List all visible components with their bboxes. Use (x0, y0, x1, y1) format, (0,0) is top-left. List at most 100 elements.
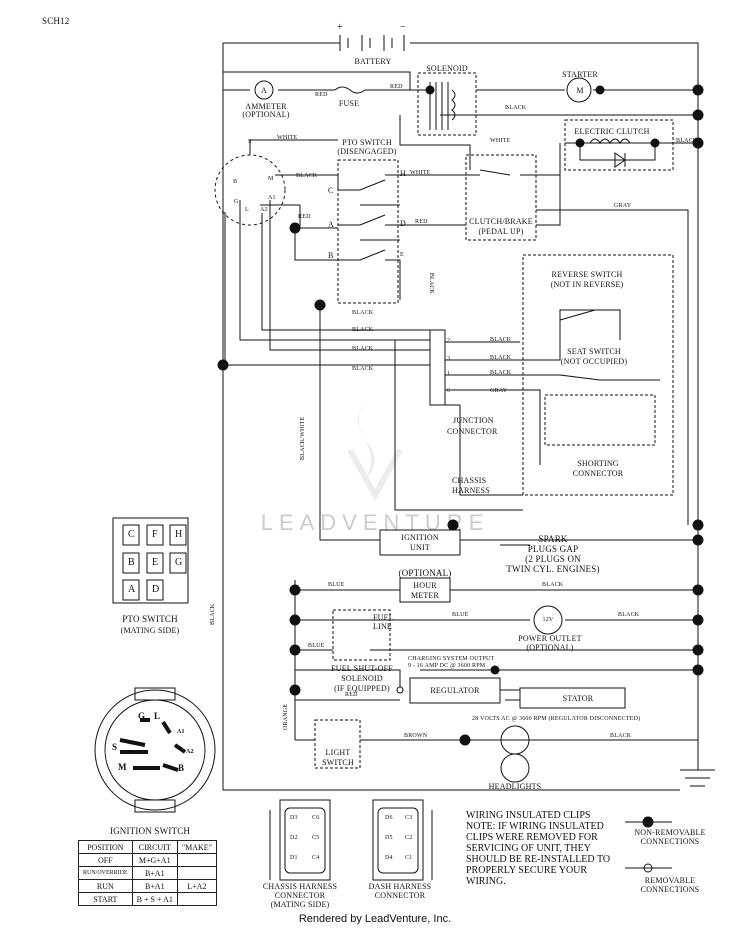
legend-non-removable-1: NON-REMOVABLE (634, 828, 706, 837)
wire-black-4: BLACK (428, 272, 435, 295)
wire-gray-2: GRAY (490, 388, 508, 394)
spark-line-4: TWIN CYL. ENGINES) (506, 564, 600, 574)
note-line: NOTE: IF WIRING INSULATED (466, 821, 604, 832)
fuel-sol-line-2: SOLENOID (341, 674, 383, 683)
cc-pin-c5: C5 (312, 835, 320, 841)
ign-face-a2: A2 (186, 749, 194, 755)
wire-white-1: WHITE (277, 135, 298, 141)
stator-box (519, 687, 626, 709)
dc-pin-c3: C3 (405, 815, 413, 821)
wire-red-1: RED (315, 92, 328, 98)
cc-pin-c6: C6 (312, 815, 320, 821)
spark-line-3: (2 PLUGS ON (525, 554, 581, 564)
table-cell: RUN/OVERRIDE (78, 866, 133, 880)
fuel-sol-line-1: FUEL SHUT-OFF (331, 664, 393, 673)
pto-mating-h: H (175, 529, 183, 540)
wire-gray-1: GRAY (614, 203, 632, 209)
wire-black-12: BLACK (542, 582, 564, 588)
light-switch-label: LIGHT (325, 748, 351, 757)
legend-removable-1: REMOVABLE (644, 876, 696, 885)
doc-code: SCH12 (42, 16, 70, 26)
footer-credit: Rendered by LeadVenture, Inc. (298, 913, 452, 925)
table-cell (176, 853, 217, 867)
table-row: START B + S + A1 (78, 892, 217, 906)
table-header: CIRCUIT (131, 840, 178, 854)
hour-meter-box (399, 577, 451, 603)
chassis-harness-connector (279, 799, 331, 881)
ign-pin-s: S (248, 139, 252, 145)
ignition-switch-face (94, 689, 216, 811)
note-line: WIRING INSULATED CLIPS (466, 810, 591, 821)
regulator-label: REGULATOR (430, 686, 480, 695)
fuel-line-sub: LINE (373, 622, 393, 631)
wire-red-2: RED (390, 84, 403, 90)
starter-symbol: M (576, 86, 584, 95)
junction-pin-6: 6 (447, 388, 451, 394)
table-cell: B + S + A1 (131, 892, 178, 906)
wire-black-13: BLACK (618, 612, 640, 618)
wire-white-2: WHITE (490, 138, 511, 144)
clutch-brake-sub: (PEDAL UP) (478, 227, 524, 236)
pto-switch-box (337, 159, 399, 304)
ign-face-a1: A1 (177, 729, 185, 735)
ign-pin-m: M (268, 176, 274, 182)
wire-black-3: BLACK (296, 173, 318, 179)
ignition-switch-label: IGNITION SWITCH (109, 826, 191, 836)
pto-mating-a: A (128, 584, 136, 595)
fuse-symbol (334, 86, 366, 94)
dc-pin-c1: C1 (405, 855, 413, 861)
wire-black-15: BLACK (210, 603, 216, 625)
light-switch-box (314, 719, 361, 769)
pto-mating-c: C (128, 529, 135, 540)
wire-blue-3: BLUE (308, 643, 325, 649)
wire-black-1: BLACK (505, 105, 527, 111)
reverse-seat-box (522, 254, 674, 496)
pto-pin-d: D (400, 219, 406, 228)
cc-pin-c4: C4 (312, 855, 320, 861)
wire-black-8: BLACK (352, 366, 374, 372)
headlight-2 (500, 753, 530, 783)
pto-mating-sub: (MATING SIDE) (120, 626, 180, 635)
wire-black-white: BLACK/WHITE (300, 416, 306, 460)
fuse-label: FUSE (338, 99, 360, 108)
pto-mating-e: E (152, 557, 159, 568)
dc-pin-d5: D5 (385, 835, 393, 841)
electric-clutch-box (564, 119, 674, 171)
wire-blue-2: BLUE (452, 612, 469, 618)
ign-face-l: L (154, 711, 161, 721)
table-cell: L+A2 (176, 879, 217, 893)
dc-pin-c2: C2 (405, 835, 413, 841)
non-removable-dots (217, 84, 704, 828)
junction-sub: CONNECTOR (447, 427, 498, 436)
ammeter-symbol (254, 80, 274, 100)
ign-pin-a1: A1 (268, 195, 276, 201)
fuel-sol-line-3: (IF EQUIPPED) (334, 684, 390, 693)
ign-pin-a2: A2 (260, 207, 268, 213)
table-row: OFF M+G+A1 (78, 853, 217, 867)
starter-label: STARTER (562, 70, 598, 79)
pto-pin-e: E (400, 252, 404, 258)
ignition-unit-label: IGNITION (401, 533, 439, 542)
chassis-conn-line-1: CHASSIS HARNESS (262, 882, 338, 891)
table-cell: B+A1 (131, 879, 178, 893)
dash-conn-line-1: DASH HARNESS (368, 882, 432, 891)
power-outlet-sub: (OPTIONAL) (526, 643, 574, 652)
wire-black-2: BLACK (676, 138, 698, 144)
battery-symbol (339, 35, 405, 51)
junction-pin-1: 1 (447, 371, 451, 377)
wire-brown: BROWN (404, 733, 428, 739)
wire-black-9: BLACK (490, 337, 512, 343)
ign-pin-g: G (234, 199, 239, 205)
dc-pin-d6: D6 (385, 815, 393, 821)
hour-meter-label: HOUR (413, 581, 437, 590)
starter-motor (566, 77, 592, 103)
ac-note: 28 VOLTS AC @ 3600 RPM (REGULATOR DISCON… (472, 716, 641, 722)
pto-switch-label: PTO SWITCH (342, 138, 392, 147)
pto-mating-b: B (128, 557, 135, 568)
pto-mating-outline (112, 517, 189, 604)
charging-line-2: 9 - 16 AMP DC @ 3600 RPM (408, 663, 486, 669)
wire-black-14: BLACK (610, 733, 632, 739)
table-row: RUN/OVERRIDE B+A1 (78, 866, 217, 880)
ign-face-m: M (118, 762, 127, 772)
spark-line-2: PLUGS GAP (527, 544, 579, 554)
